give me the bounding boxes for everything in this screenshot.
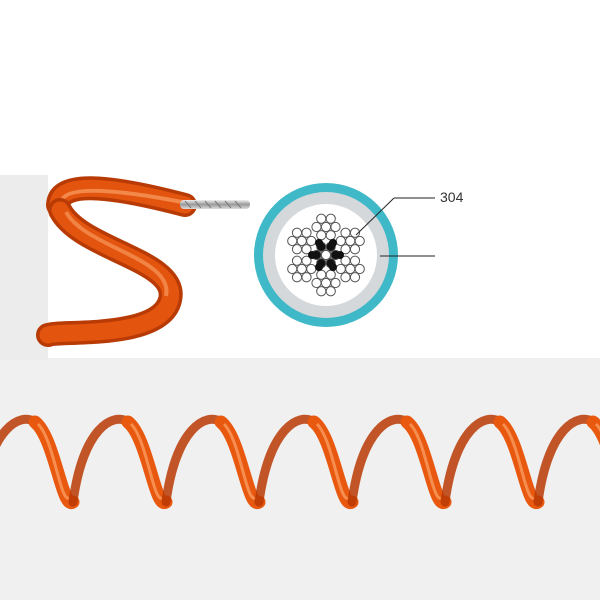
bent-cable-photo-icon [36,176,250,347]
wire-rope-cross-section-icon [254,183,398,327]
callout-label-304: 304 [440,189,464,205]
callout-lines [355,197,435,257]
coiled-cable-photo-icon [0,414,600,509]
background-band [0,358,600,600]
exposed-wire [180,200,250,209]
